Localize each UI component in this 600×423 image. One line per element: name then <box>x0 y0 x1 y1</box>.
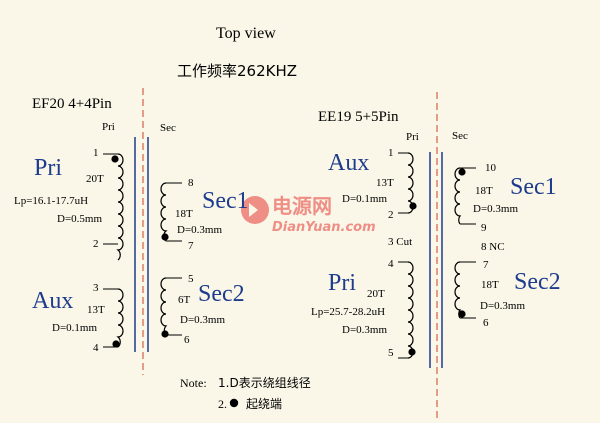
right-sec1-pin-bottom: 9 <box>481 222 487 234</box>
left-aux-wire: D=0.1mm <box>52 322 97 334</box>
right-aux-label: Aux <box>328 150 369 176</box>
left-sec1-coil <box>160 182 168 242</box>
left-pri-label: Pri <box>34 155 62 181</box>
right-pri-pin-top: 4 <box>388 258 394 270</box>
right-sec2-pin-bottom: 6 <box>483 317 489 329</box>
left-sec1-label: Sec1 <box>202 188 249 214</box>
left-sec2-coil <box>160 277 168 336</box>
left-sec2-wire: D=0.3mm <box>180 314 225 326</box>
page-title: Top view <box>216 25 276 42</box>
left-transformer: EF20 4+4Pin Pri Sec 1 2 Pri 20T Lp=16.1-… <box>14 96 249 354</box>
right-pri-winding: 4 5 Pri 20T Lp=25.7-28.2uH D=0.3mm <box>311 258 416 359</box>
left-sec1-winding: 8 7 Sec1 18T D=0.3mm <box>160 177 249 252</box>
right-pri-inductance: Lp=25.7-28.2uH <box>311 306 385 318</box>
right-pri-pin-bottom: 5 <box>388 347 394 359</box>
left-pri-pin-bottom: 2 <box>93 238 99 250</box>
right-sec2-wire: D=0.3mm <box>480 300 525 312</box>
note-line-2-text: 起绕端 <box>246 397 282 411</box>
right-aux-pin-top: 1 <box>388 147 394 159</box>
right-pri-turns: 20T <box>367 288 385 300</box>
right-pri-start-dot-icon <box>408 348 416 356</box>
watermark-cn: 电源网 <box>272 194 332 218</box>
left-sec1-turns: 18T <box>175 208 193 220</box>
note: Note: 1.D表示绕组线径 2. 起绕端 <box>180 376 311 411</box>
left-sec2-turns: 6T <box>178 294 191 306</box>
right-aux-start-dot-icon <box>409 202 417 210</box>
left-aux-pin-bottom: 4 <box>93 342 99 354</box>
left-aux-start-dot-icon <box>112 340 120 348</box>
right-sec2-pin-top: 7 <box>483 259 489 271</box>
left-pri-wire: D=0.5mm <box>57 213 102 225</box>
left-aux-label: Aux <box>32 288 73 314</box>
left-sec1-start-dot-icon <box>161 233 169 241</box>
right-sec-header: Sec <box>452 130 468 142</box>
right-aux-coil <box>407 152 414 214</box>
left-pri-winding: 1 2 Pri 20T Lp=16.1-17.7uH D=0.5mm <box>14 147 124 261</box>
note-line-1: 1.D表示绕组线径 <box>218 376 311 390</box>
left-sec1-pin-bottom: 7 <box>188 240 194 252</box>
right-pin3-cut: 3 Cut <box>388 236 412 248</box>
left-sec2-winding: 5 6 Sec2 6T D=0.3mm <box>160 273 245 346</box>
right-sec1-pin-top: 10 <box>485 162 497 174</box>
left-sec2-label: Sec2 <box>198 281 245 307</box>
watermark-logo-icon <box>241 196 269 224</box>
right-sec1-winding: 10 9 Sec1 18T D=0.3mm <box>454 162 557 234</box>
left-sec2-pin-bottom: 6 <box>184 334 190 346</box>
left-sec1-pin-top: 8 <box>188 177 194 189</box>
right-sec2-label: Sec2 <box>514 269 561 295</box>
left-sec1-wire: D=0.3mm <box>177 224 222 236</box>
right-aux-turns: 13T <box>376 177 394 189</box>
left-pri-header: Pri <box>102 121 115 133</box>
right-sec1-coil <box>454 167 462 225</box>
left-aux-coil <box>116 288 124 348</box>
right-pri-wire: D=0.3mm <box>342 324 387 336</box>
left-aux-winding: 3 4 Aux 13T D=0.1mm <box>32 282 124 354</box>
right-aux-pin-bottom: 2 <box>388 209 394 221</box>
right-sec2-winding: 7 6 Sec2 18T D=0.3mm <box>454 259 561 329</box>
note-line-2-number: 2. <box>218 397 227 411</box>
right-pri-coil <box>407 261 414 359</box>
right-pri-header: Pri <box>406 131 419 143</box>
right-pri-label: Pri <box>328 270 356 296</box>
left-sec2-start-dot-icon <box>161 330 169 338</box>
right-sec1-wire: D=0.3mm <box>473 203 518 215</box>
right-sec1-turns: 18T <box>475 185 493 197</box>
right-transformer: EE19 5+5Pin Pri Sec 1 2 Aux 13T D=0.1mm … <box>311 109 561 368</box>
watermark: 电源网 DianYuan.com <box>241 194 376 235</box>
note-start-dot-icon <box>229 398 239 408</box>
frequency-subtitle: 工作频率262KHZ <box>177 62 297 80</box>
left-pri-start-dot-icon <box>111 155 119 163</box>
left-pri-turns: 20T <box>86 173 104 185</box>
left-transformer-name: EF20 4+4Pin <box>32 96 112 112</box>
left-sec2-pin-top: 5 <box>188 273 194 285</box>
right-aux-wire: D=0.1mm <box>342 193 387 205</box>
left-pri-coil <box>116 153 124 261</box>
right-transformer-name: EE19 5+5Pin <box>318 109 399 125</box>
note-label: Note: <box>180 376 207 390</box>
left-aux-pin-top: 3 <box>93 282 99 294</box>
watermark-en: DianYuan.com <box>272 220 376 235</box>
left-pri-inductance: Lp=16.1-17.7uH <box>14 195 88 207</box>
right-sec2-coil <box>454 261 462 319</box>
left-pri-pin-top: 1 <box>93 147 99 159</box>
right-sec1-start-dot-icon <box>458 168 466 176</box>
right-sec2-turns: 18T <box>481 279 499 291</box>
right-aux-winding: 1 2 Aux 13T D=0.1mm <box>328 147 417 221</box>
left-aux-turns: 13T <box>87 304 105 316</box>
right-pin8-nc: 8 NC <box>481 241 505 253</box>
right-sec1-label: Sec1 <box>510 174 557 200</box>
right-sec2-start-dot-icon <box>458 310 466 318</box>
left-sec-header: Sec <box>160 122 176 134</box>
